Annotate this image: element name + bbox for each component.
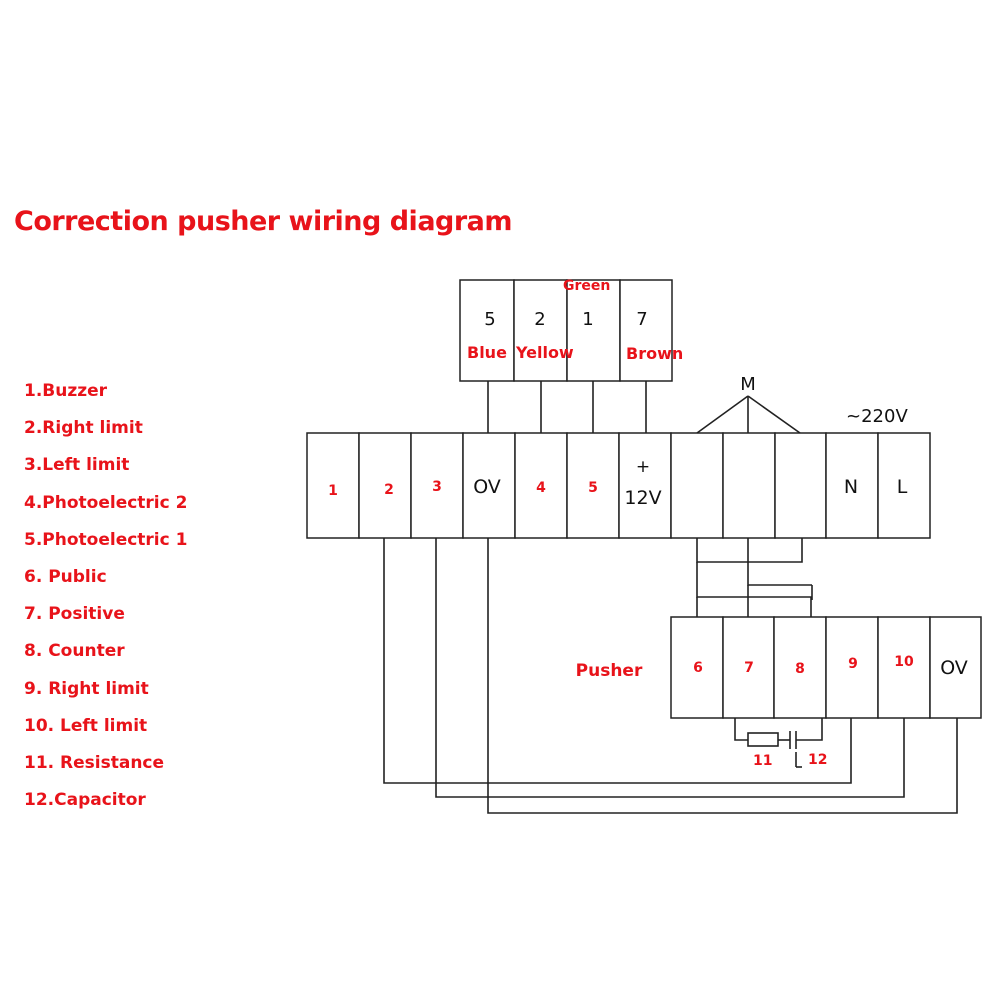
terminal-label: 4 <box>536 480 546 496</box>
capacitor-label: 12 <box>808 752 827 768</box>
terminal-cell <box>514 432 568 539</box>
terminal-cell <box>618 432 672 539</box>
pusher-block: Pusher 6 7 8 9 10 OV <box>576 616 982 719</box>
legend-item: 11. Resistance <box>24 752 165 773</box>
terminal-cell <box>774 432 827 539</box>
connector-pin-label: 1 <box>582 309 593 330</box>
connector-cell <box>513 279 568 382</box>
resistor-label: 11 <box>753 753 772 769</box>
legend-list: 1.Buzzer 2.Right limit 3.Left limit 4.Ph… <box>24 376 187 822</box>
terminal-cell <box>670 432 724 539</box>
terminal-label: + <box>636 457 650 477</box>
legend-item: 9. Right limit <box>24 678 149 699</box>
pusher-cell <box>929 616 982 719</box>
pusher-terminal-label: 10 <box>894 654 914 670</box>
connector-pin-label: 5 <box>484 309 495 330</box>
pusher-terminal-label: 6 <box>693 660 703 676</box>
terminal-cell <box>722 432 776 539</box>
motor-label: M <box>740 374 756 395</box>
terminal-label: 3 <box>432 479 442 495</box>
legend-item: 1.Buzzer <box>24 381 108 401</box>
connector-cell <box>566 279 621 382</box>
pusher-terminal-label: OV <box>940 657 968 679</box>
connector-pin-label: 2 <box>534 309 545 330</box>
connector-wires <box>487 381 647 433</box>
rc-network: 11 12 <box>734 718 827 769</box>
connector-cell <box>619 279 673 382</box>
pusher-terminal-label: 7 <box>744 660 754 676</box>
sensor-connector: 5 2 1 7 Blue Yellow Green Brown <box>459 278 683 382</box>
supply-label: ~220V <box>846 406 908 427</box>
terminal-label: 2 <box>384 482 394 498</box>
terminal-cell <box>462 432 516 539</box>
return-wires <box>383 538 958 814</box>
legend-item: 3.Left limit <box>24 455 130 476</box>
legend-item: 2.Right limit <box>24 418 143 439</box>
terminal-label: N <box>844 476 858 498</box>
legend-item: 12.Capacitor <box>24 790 146 811</box>
main-terminal-block: 1 2 3 OV 4 5 + 12V N L M ~220V <box>306 374 931 539</box>
pusher-cell <box>670 616 724 719</box>
terminal-cell <box>825 432 879 539</box>
terminal-label: 1 <box>328 483 338 499</box>
motor-to-pusher-wires <box>696 538 813 617</box>
legend-item: 6. Public <box>24 566 107 587</box>
terminal-label: OV <box>473 476 501 498</box>
legend-item: 4.Photoelectric 2 <box>24 492 188 513</box>
diagram-title: Correction pusher wiring diagram <box>14 206 513 237</box>
connector-cell <box>459 279 515 382</box>
connector-pin-label: 7 <box>636 309 647 330</box>
legend-item: 8. Counter <box>24 641 125 662</box>
resistor-symbol <box>747 732 779 747</box>
terminal-label: 12V <box>624 487 661 509</box>
wire-color-label: Blue <box>467 343 507 362</box>
terminal-cell <box>410 432 464 539</box>
pusher-cell <box>825 616 879 719</box>
legend-item: 7. Positive <box>24 604 125 625</box>
wire-color-label: Yellow <box>515 343 574 362</box>
pusher-label: Pusher <box>576 661 643 681</box>
legend-item: 10. Left limit <box>24 715 148 736</box>
pusher-cell <box>773 616 827 719</box>
wire-color-label: Green <box>563 278 610 294</box>
pusher-cell <box>722 616 775 719</box>
terminal-cell <box>877 432 931 539</box>
terminal-label: L <box>897 476 908 498</box>
motor-symbol <box>696 395 801 434</box>
terminal-label: 5 <box>588 480 598 496</box>
wire-color-label: Brown <box>626 344 683 363</box>
pusher-terminal-label: 8 <box>795 661 805 677</box>
legend-item: 5.Photoelectric 1 <box>24 529 188 550</box>
pusher-terminal-label: 9 <box>848 656 858 672</box>
